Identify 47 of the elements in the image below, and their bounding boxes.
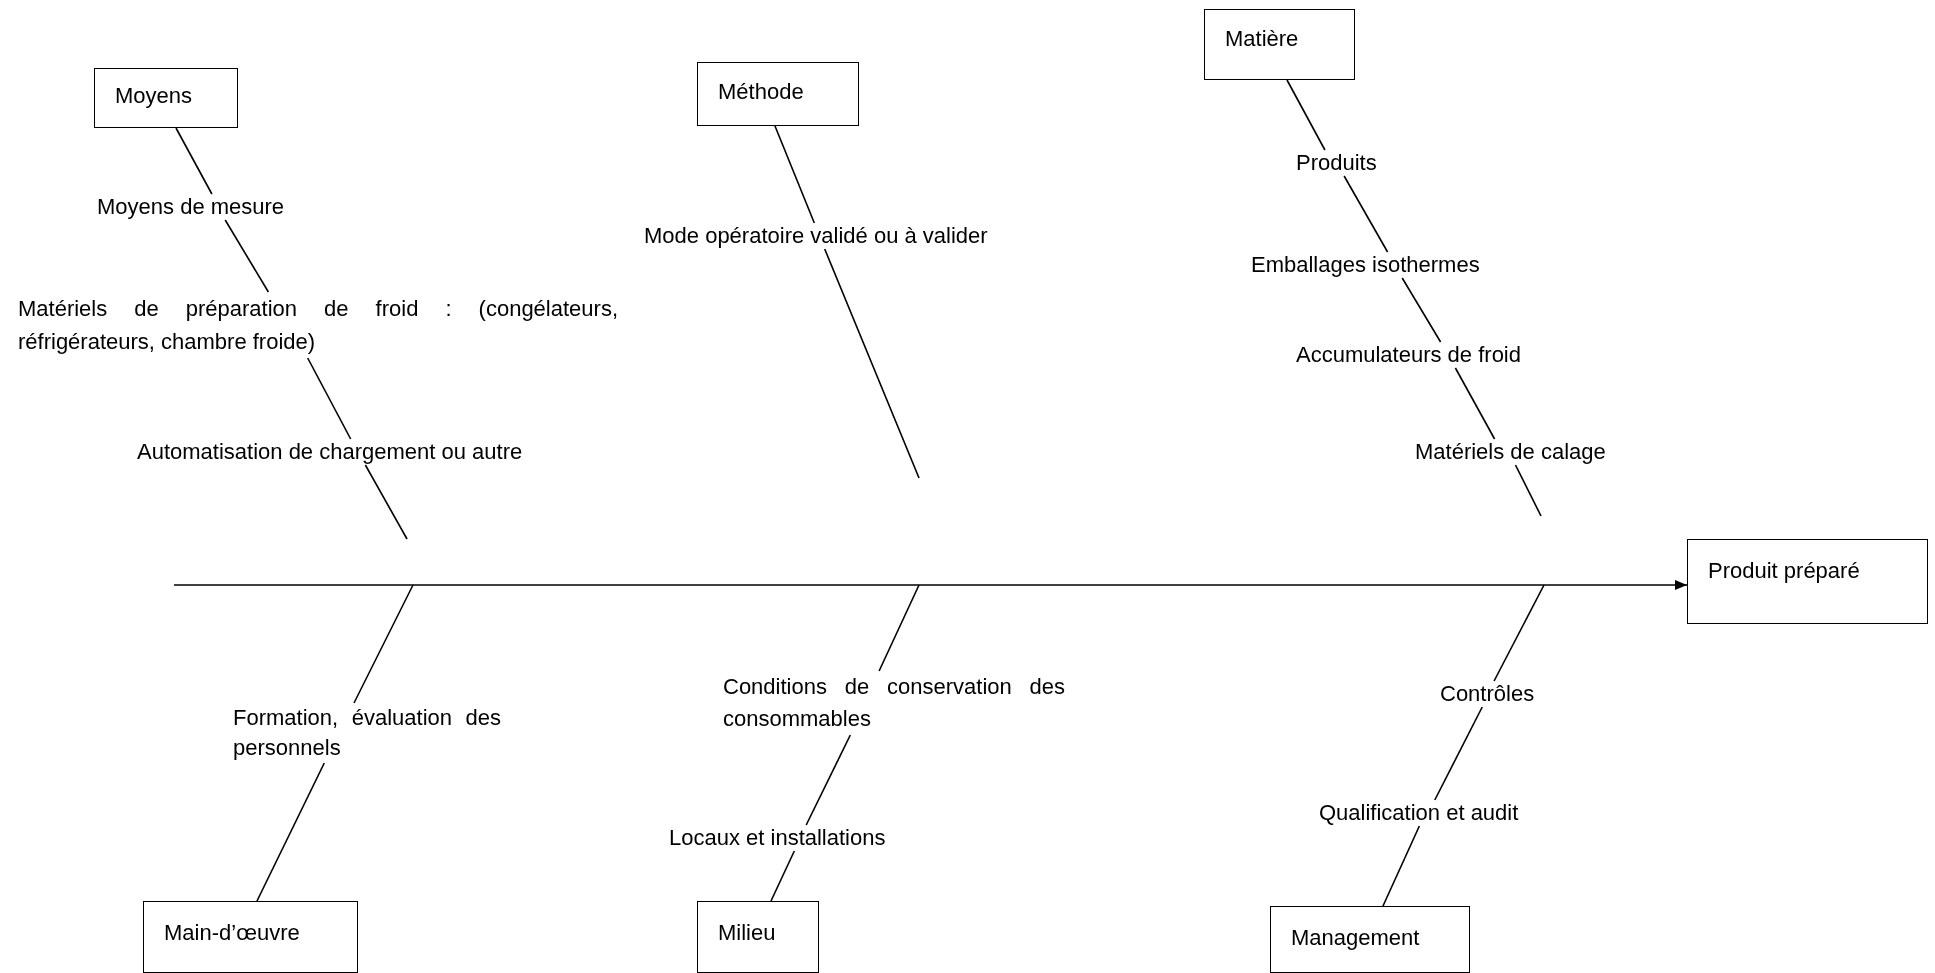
bone-line <box>770 850 796 902</box>
cause-label: Locaux et installations <box>669 825 886 851</box>
bone-line <box>1382 825 1421 907</box>
box-label: Moyens <box>115 83 193 108</box>
box-label: Main-d’œuvre <box>164 920 300 945</box>
cause-label: Matériels de préparation de froid : (congélateurs, réfrigérateurs, chambre froide) <box>18 292 618 358</box>
cause-label: Formation, évaluation des personnels <box>233 703 501 763</box>
bone-line <box>306 357 352 440</box>
bone-line <box>364 464 408 540</box>
bone-line <box>256 762 326 902</box>
cause-label: Conditions de conservation des consommables <box>723 671 1065 735</box>
cause-label: Accumulateurs de froid <box>1296 342 1521 368</box>
bone-line <box>1493 584 1545 682</box>
cause-label: Automatisation de chargement ou autre <box>137 439 523 465</box>
arrow <box>173 580 1688 590</box>
bone-line <box>1514 464 1542 517</box>
cause-label: Contrôles <box>1440 681 1535 707</box>
cause-label: Produits <box>1296 150 1377 176</box>
bone-line <box>878 584 920 672</box>
cause-box <box>143 901 358 973</box>
cause-label: Moyens de mesure <box>97 194 285 220</box>
cause-label: Qualification et audit <box>1319 800 1519 826</box>
bone-line <box>1454 367 1496 440</box>
cause-label: Matériels de calage <box>1415 439 1606 465</box>
cause-label: Emballages isothermes <box>1251 252 1480 278</box>
box-label: Méthode <box>718 79 804 104</box>
cause-box <box>1687 539 1928 624</box>
cause-box <box>1270 906 1470 973</box>
bone-line <box>805 734 852 826</box>
box-label: Produit préparé <box>1708 558 1860 583</box>
box-label: Matière <box>1225 26 1299 51</box>
bone-line <box>823 248 920 479</box>
bone-line <box>353 584 414 704</box>
box-label: Milieu <box>718 920 776 945</box>
bone-line <box>1434 706 1484 801</box>
bone-line <box>1343 175 1389 253</box>
bone-line <box>224 219 270 293</box>
bone-line <box>1401 277 1442 343</box>
cause-box <box>697 62 859 126</box>
bone-line <box>175 127 213 195</box>
box-label: Management <box>1291 925 1420 950</box>
bone-line <box>1286 79 1326 151</box>
bone-line <box>774 125 816 224</box>
cause-box <box>697 901 819 973</box>
cause-label: Mode opératoire validé ou à valider <box>644 223 988 249</box>
cause-box <box>1204 9 1355 80</box>
cause-box <box>94 68 238 128</box>
